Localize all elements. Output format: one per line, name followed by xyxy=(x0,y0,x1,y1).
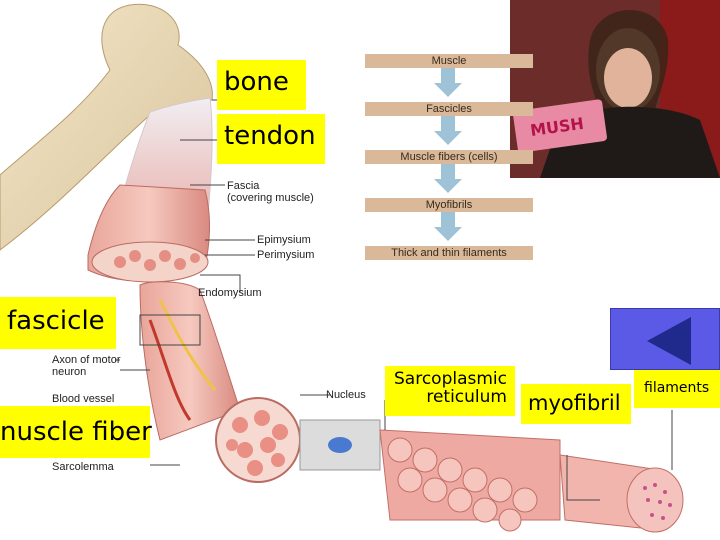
flowchart-arrows xyxy=(434,67,462,241)
label-fascia: Fascia (covering muscle) xyxy=(227,180,314,204)
label-sarcolemma: Sarcolemma xyxy=(52,461,114,473)
flow-item-muscle-fibers: Muscle fibers (cells) xyxy=(365,150,533,164)
fascicle-shape xyxy=(139,281,241,441)
myofibril-bundle xyxy=(379,429,561,532)
label-tendon: tendon xyxy=(217,114,325,164)
bone-shape xyxy=(0,3,213,251)
label-blood-vessel: Blood vessel xyxy=(52,393,115,405)
student-photo: MUSH xyxy=(510,0,720,178)
label-sarcoplasmic-reticulum: Sarcoplasmic reticulum xyxy=(385,366,515,416)
label-axon: Axon of motor neuron xyxy=(52,354,121,378)
label-endomysium: Endomysium xyxy=(198,287,262,299)
back-button[interactable] xyxy=(610,308,720,370)
label-perimysium: Perimysium xyxy=(257,249,315,261)
vessel-line xyxy=(148,319,192,421)
label-muscle-fiber: nuscle fiber xyxy=(0,406,152,458)
triangle-left-icon xyxy=(647,317,691,365)
label-myofibril: myofibril xyxy=(521,384,631,424)
label-filaments: filaments xyxy=(634,370,720,408)
label-bone: bone xyxy=(217,60,306,110)
flow-item-muscle: Muscle xyxy=(365,54,533,68)
label-fascicle: fascicle xyxy=(0,297,116,349)
flow-item-fascicles: Fascicles xyxy=(365,102,533,116)
label-nucleus: Nucleus xyxy=(326,389,366,401)
flow-item-myofibrils: Myofibrils xyxy=(365,198,533,212)
flow-item-filaments: Thick and thin filaments xyxy=(365,246,533,260)
filament-cross-section xyxy=(626,467,684,533)
label-epimysium: Epimysium xyxy=(257,234,311,246)
